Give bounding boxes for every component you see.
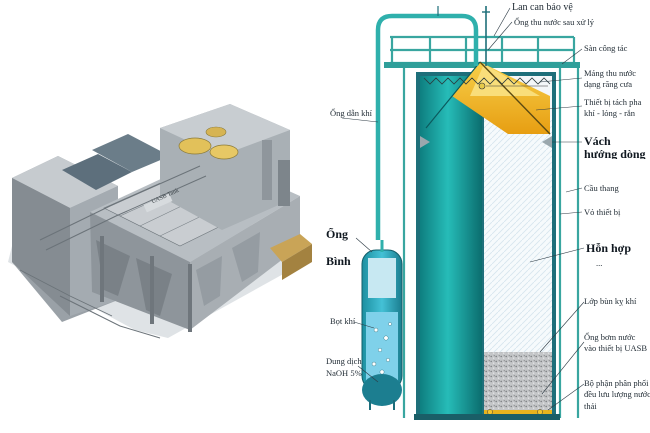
label-bubbles: Bọt khí xyxy=(330,316,356,326)
label-baffle-1: Vách xyxy=(584,134,611,148)
label-pipe-partial: Ống xyxy=(326,228,349,241)
leader-lines xyxy=(341,7,585,411)
label-mixture-2: ... xyxy=(596,258,603,268)
label-guard-rail: Lan can bảo vệ xyxy=(512,2,573,13)
label-naoh-1: Dung dịch xyxy=(326,356,362,366)
plant-3d-render xyxy=(8,104,312,339)
baffle-left xyxy=(420,136,430,148)
label-mixture-1: Hỗn hợp xyxy=(586,241,631,255)
separator-cone xyxy=(452,62,550,134)
label-inlet-pipe-1: Ống bơm nước xyxy=(584,332,636,342)
reactor-teal-column xyxy=(420,76,482,418)
label-inlet-pipe-2: vào thiết bị UASB xyxy=(584,343,648,353)
guard-rail xyxy=(390,35,576,65)
label-tank-partial: Bình xyxy=(326,255,351,268)
sludge-blanket xyxy=(484,352,552,412)
label-baffle-2: hướng dòng xyxy=(584,148,646,159)
label-work-floor: Sàn công tác xyxy=(584,43,628,53)
label-naoh-2: NaOH 5% xyxy=(326,368,362,378)
label-separator-1: Thiết bị tách pha xyxy=(584,97,642,107)
label-gas-pipe: Ống dẫn khí xyxy=(330,108,373,118)
label-sawtooth-trough-2: dạng răng cưa xyxy=(584,79,633,89)
label-distributor-2: đều lưu lượng nước xyxy=(584,389,650,399)
label-ladder: Cầu thang xyxy=(584,183,619,193)
label-distributor-3: thải xyxy=(584,401,597,411)
sawtooth-trough xyxy=(423,77,551,85)
uasb-schematic xyxy=(341,6,585,420)
gas-pipe xyxy=(375,13,479,240)
label-shell: Vỏ thiết bị xyxy=(584,207,621,217)
label-sludge-layer: Lớp bùn kỵ khí xyxy=(584,296,637,306)
distributor xyxy=(484,410,552,415)
label-distributor-1: Bộ phận phân phối xyxy=(584,378,649,388)
label-sawtooth-trough-1: Máng thu nước xyxy=(584,68,637,78)
baffle-right xyxy=(542,136,552,148)
naoh-scrubber xyxy=(361,240,403,410)
ladder xyxy=(402,68,580,418)
label-separator-2: khí - lỏng - rắn xyxy=(584,108,635,118)
label-treated-water-pipe: Ống thu nước sau xử lý xyxy=(514,17,595,27)
